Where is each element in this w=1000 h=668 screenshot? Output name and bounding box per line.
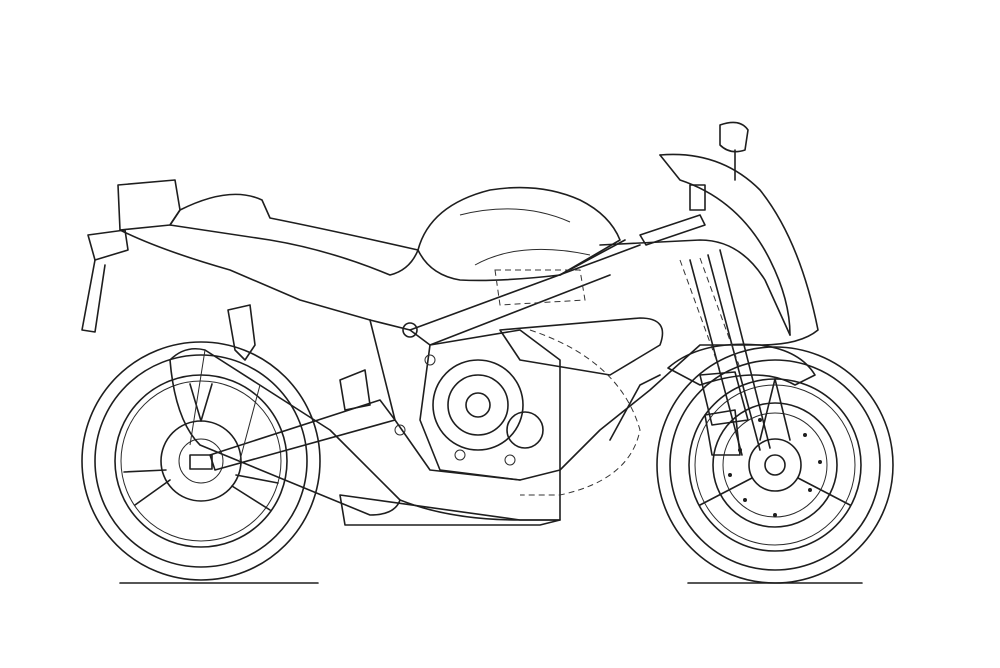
front-fork <box>667 249 816 456</box>
rear-hugger <box>227 304 256 361</box>
front-fender <box>667 343 816 386</box>
tank-detail <box>459 208 591 266</box>
front-fairing <box>399 121 819 521</box>
fuel-tank <box>417 186 621 282</box>
exhaust-detail <box>189 349 261 461</box>
seat-tail <box>81 179 419 333</box>
brake-caliper <box>704 409 741 456</box>
exhaust-muffler <box>169 347 401 516</box>
footpeg-bracket <box>339 369 371 411</box>
front-wheel <box>656 346 894 584</box>
engine <box>394 257 741 496</box>
swingarm <box>209 399 396 471</box>
belly-pan <box>339 494 561 526</box>
mirror <box>719 121 749 153</box>
brake-disc-holes <box>728 418 822 517</box>
